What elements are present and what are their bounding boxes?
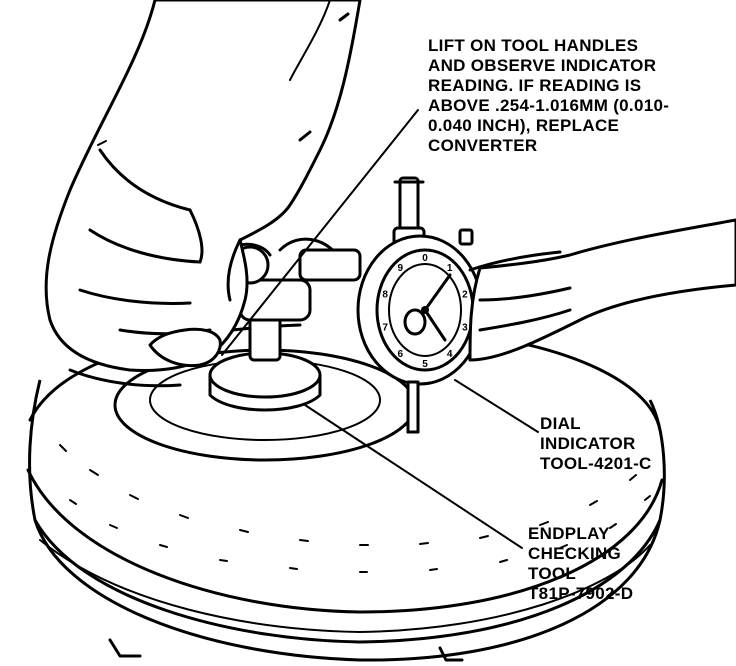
- dial-digit: 6: [398, 349, 404, 360]
- dial-digit: 0: [422, 253, 428, 264]
- callout-line: ABOVE .254-1.016mm (0.010-: [428, 96, 670, 115]
- hatch-marks: [298, 12, 350, 142]
- dial-digit: 2: [462, 290, 468, 301]
- dial-indicator: 0 1 2 3 4 5 6 7 8 9: [356, 176, 484, 434]
- torque-converter: [26, 323, 666, 662]
- left-hand: [44, 0, 362, 388]
- dial-digit: 9: [398, 263, 404, 274]
- callout-line: CONVERTER: [428, 136, 538, 155]
- callout-lift-instruction: LIFT ON TOOL HANDLES AND OBSERVE INDICAT…: [428, 36, 669, 156]
- callout-line: TOOL-4201-C: [540, 454, 652, 473]
- callout-line: 0.040 INCH), REPLACE: [428, 116, 620, 135]
- dial-digit: 8: [382, 290, 388, 301]
- dial-digit: 7: [382, 322, 388, 333]
- dial-digit: 1: [447, 263, 453, 274]
- dial-digit: 3: [462, 322, 468, 333]
- callout-line: T81P-7902-D: [528, 584, 634, 603]
- dial-digit: 4: [447, 349, 453, 360]
- callout-line: ENDPLAY: [528, 524, 610, 543]
- leader-line-lift: [221, 109, 419, 356]
- callout-line: CHECKING: [528, 544, 622, 563]
- callout-endplay-tool: ENDPLAY CHECKING TOOL T81P-7902-D: [528, 524, 633, 604]
- leader-line-dial: [454, 379, 539, 433]
- dial-digit: 5: [422, 359, 428, 370]
- leader-lines: [221, 109, 539, 549]
- leader-line-endplay: [304, 404, 523, 549]
- right-hand: [468, 218, 736, 362]
- callout-line: READING. IF READING IS: [428, 76, 642, 95]
- callout-line: TOOL: [528, 564, 577, 583]
- callout-line: DIAL: [540, 414, 581, 433]
- callout-line: LIFT ON TOOL HANDLES: [428, 36, 639, 55]
- callout-line: INDICATOR: [540, 434, 636, 453]
- callout-line: AND OBSERVE INDICATOR: [428, 56, 657, 75]
- callout-dial-indicator: DIAL INDICATOR TOOL-4201-C: [540, 414, 652, 474]
